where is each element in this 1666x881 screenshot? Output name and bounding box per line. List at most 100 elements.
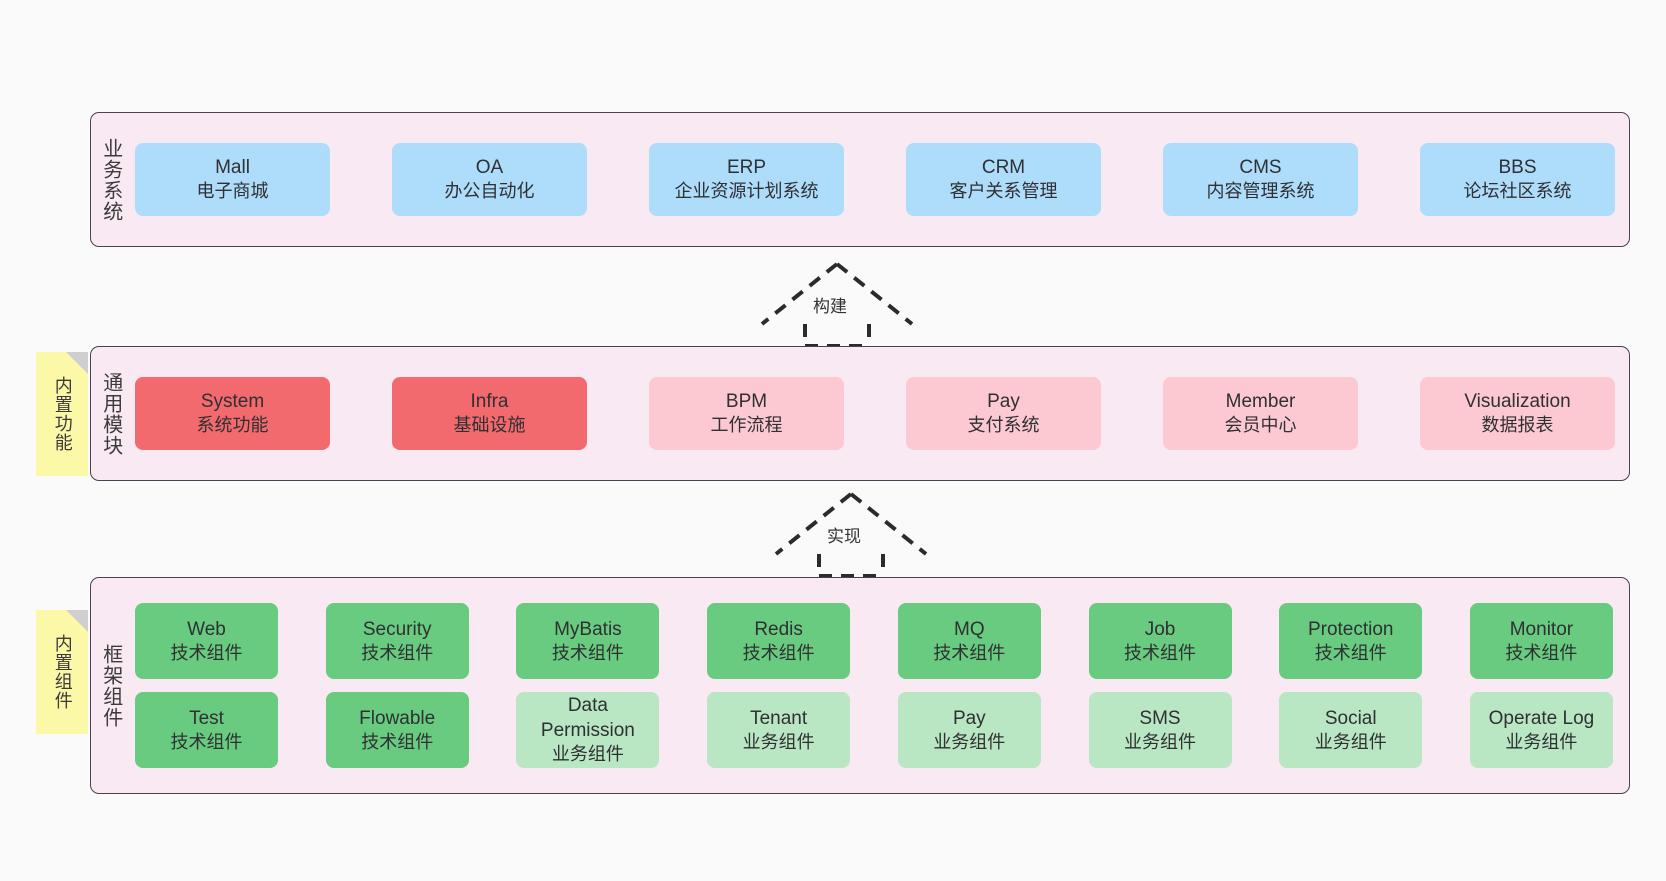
card-bbs[interactable]: BBS 论坛社区系统: [1420, 143, 1615, 216]
card-protection-label: 技术组件: [1314, 642, 1387, 663]
layer-common-modules-body: System 系统功能 Infra 基础设施 BPM 工作流程 Pay 支付系统…: [129, 347, 1629, 480]
card-sms-name: SMS: [1139, 707, 1181, 729]
card-row: Mall 电子商城 OA 办公自动化 ERP 企业资源计划系统 CRM 客户关系…: [135, 143, 1615, 216]
card-crm[interactable]: CRM 客户关系管理: [906, 143, 1101, 216]
card-pay-component-label: 业务组件: [933, 731, 1006, 752]
card-row: Test 技术组件 Flowable 技术组件 Data Permission …: [135, 692, 1613, 768]
layer-business-systems: 业务系统 Mall 电子商城 OA 办公自动化 ERP 企业资源计划系统 CRM…: [90, 112, 1630, 247]
card-cms[interactable]: CMS 内容管理系统: [1163, 143, 1358, 216]
card-mybatis-name: MyBatis: [554, 618, 622, 640]
layer-business-systems-body: Mall 电子商城 OA 办公自动化 ERP 企业资源计划系统 CRM 客户关系…: [129, 113, 1629, 246]
card-redis-name: Redis: [754, 618, 803, 640]
card-social-label: 业务组件: [1314, 731, 1387, 752]
card-member-label: 会员中心: [1224, 415, 1297, 436]
connector-implement-label: 实现: [827, 527, 861, 546]
card-bbs-name: BBS: [1498, 157, 1537, 179]
card-pay-component-name: Pay: [952, 707, 986, 729]
card-flowable-name: Flowable: [359, 707, 436, 729]
card-erp-label: 企业资源计划系统: [674, 181, 819, 202]
card-infra-label: 基础设施: [453, 415, 526, 436]
card-member[interactable]: Member 会员中心: [1163, 377, 1358, 450]
card-erp[interactable]: ERP 企业资源计划系统: [649, 143, 844, 216]
card-visualization-label: 数据报表: [1481, 415, 1554, 436]
card-sms-label: 业务组件: [1124, 731, 1197, 752]
card-bbs-label: 论坛社区系统: [1463, 181, 1572, 202]
card-web-label: 技术组件: [170, 642, 243, 663]
card-operate-log[interactable]: Operate Log 业务组件: [1469, 692, 1613, 768]
card-security-label: 技术组件: [361, 642, 434, 663]
card-tenant[interactable]: Tenant 业务组件: [707, 692, 851, 768]
card-social-name: Social: [1324, 707, 1377, 729]
card-flowable-label: 技术组件: [361, 731, 434, 752]
note-builtin-components-label: 内置组件: [52, 634, 73, 710]
card-data-permission-name: Data Permission: [540, 695, 635, 742]
card-protection[interactable]: Protection 技术组件: [1279, 603, 1423, 679]
card-security-name: Security: [362, 618, 432, 640]
card-system-label: 系统功能: [196, 415, 269, 436]
card-member-name: Member: [1225, 391, 1296, 413]
layer-business-systems-title: 业务系统: [99, 137, 122, 222]
card-data-permission[interactable]: Data Permission 业务组件: [516, 692, 660, 768]
card-redis-label: 技术组件: [742, 642, 815, 663]
card-mq-label: 技术组件: [933, 642, 1006, 663]
card-erp-name: ERP: [726, 157, 767, 179]
connector-build-label: 构建: [813, 297, 847, 316]
card-cms-label: 内容管理系统: [1206, 181, 1315, 202]
card-protection-name: Protection: [1307, 618, 1394, 640]
card-system-name: System: [200, 391, 265, 413]
card-test-name: Test: [189, 707, 224, 729]
card-pay-component[interactable]: Pay 业务组件: [897, 692, 1041, 768]
card-tenant-name: Tenant: [750, 707, 808, 729]
card-row: System 系统功能 Infra 基础设施 BPM 工作流程 Pay 支付系统…: [135, 377, 1615, 450]
note-builtin-functions-label: 内置功能: [52, 376, 73, 452]
card-oa[interactable]: OA 办公自动化: [392, 143, 587, 216]
card-mq-name: MQ: [954, 618, 985, 640]
card-bpm-name: BPM: [725, 391, 768, 413]
layer-framework-components-title: 框架组件: [99, 643, 122, 728]
card-oa-name: OA: [475, 157, 504, 179]
card-system[interactable]: System 系统功能: [135, 377, 330, 450]
card-bpm[interactable]: BPM 工作流程: [649, 377, 844, 450]
card-test-label: 技术组件: [170, 731, 243, 752]
card-operate-log-label: 业务组件: [1505, 731, 1578, 752]
card-mybatis[interactable]: MyBatis 技术组件: [516, 603, 660, 679]
card-crm-name: CRM: [981, 157, 1026, 179]
card-sms[interactable]: SMS 业务组件: [1088, 692, 1232, 768]
layer-framework-components: 框架组件 Web 技术组件 Security 技术组件 MyBatis 技术组件…: [90, 577, 1630, 794]
card-web-name: Web: [187, 618, 226, 640]
card-pay-module-name: Pay: [987, 391, 1020, 413]
card-mall-name: Mall: [215, 157, 250, 179]
card-job[interactable]: Job 技术组件: [1088, 603, 1232, 679]
card-cms-name: CMS: [1239, 157, 1282, 179]
card-visualization[interactable]: Visualization 数据报表: [1420, 377, 1615, 450]
card-security[interactable]: Security 技术组件: [325, 603, 469, 679]
layer-framework-components-body: Web 技术组件 Security 技术组件 MyBatis 技术组件 Redi…: [129, 578, 1629, 793]
card-infra[interactable]: Infra 基础设施: [392, 377, 587, 450]
card-crm-label: 客户关系管理: [949, 181, 1058, 202]
card-operate-log-name: Operate Log: [1488, 707, 1595, 729]
card-job-label: 技术组件: [1124, 642, 1197, 663]
card-flowable[interactable]: Flowable 技术组件: [325, 692, 469, 768]
card-mall[interactable]: Mall 电子商城: [135, 143, 330, 216]
card-redis[interactable]: Redis 技术组件: [707, 603, 851, 679]
card-visualization-name: Visualization: [1464, 391, 1571, 413]
card-pay-module-label: 支付系统: [967, 415, 1040, 436]
card-bpm-label: 工作流程: [710, 415, 783, 436]
card-oa-label: 办公自动化: [444, 181, 535, 202]
card-tenant-label: 业务组件: [742, 731, 815, 752]
card-social[interactable]: Social 业务组件: [1279, 692, 1423, 768]
card-monitor[interactable]: Monitor 技术组件: [1469, 603, 1613, 679]
card-mq[interactable]: MQ 技术组件: [897, 603, 1041, 679]
note-builtin-components: 内置组件: [36, 610, 88, 734]
layer-common-modules-title: 通用模块: [99, 371, 122, 456]
note-builtin-functions: 内置功能: [36, 352, 88, 476]
card-job-name: Job: [1144, 618, 1176, 640]
card-test[interactable]: Test 技术组件: [135, 692, 278, 768]
card-row: Web 技术组件 Security 技术组件 MyBatis 技术组件 Redi…: [135, 603, 1613, 679]
card-monitor-label: 技术组件: [1505, 642, 1578, 663]
card-web[interactable]: Web 技术组件: [135, 603, 278, 679]
card-mybatis-label: 技术组件: [551, 642, 624, 663]
card-monitor-name: Monitor: [1509, 618, 1574, 640]
card-pay-module[interactable]: Pay 支付系统: [906, 377, 1101, 450]
